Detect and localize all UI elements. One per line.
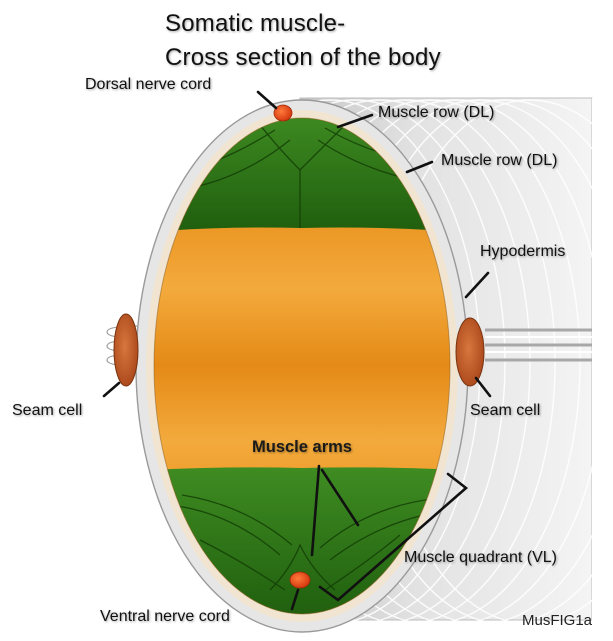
- label-muscle-quadrant: Muscle quadrant (VL): [404, 549, 557, 567]
- label-hypodermis: Hypodermis: [480, 243, 565, 261]
- label-seam-cell-left: Seam cell: [12, 402, 82, 420]
- ventral-nerve-cord: [290, 572, 310, 588]
- seam-cell-right: [456, 318, 484, 386]
- label-ventral-nerve-cord: Ventral nerve cord: [100, 608, 230, 626]
- label-muscle-arms: Muscle arms: [252, 438, 352, 457]
- title-line-2: Cross section of the body: [165, 44, 441, 72]
- label-seam-cell-right: Seam cell: [470, 402, 540, 420]
- seam-cell-left: [114, 314, 138, 386]
- label-muscle-row-1: Muscle row (DL): [378, 104, 494, 122]
- title-line-1: Somatic muscle-: [165, 10, 345, 38]
- label-dorsal-nerve-cord: Dorsal nerve cord: [85, 76, 211, 94]
- figure-id: MusFIG1a: [522, 612, 592, 629]
- label-muscle-row-2: Muscle row (DL): [441, 152, 557, 170]
